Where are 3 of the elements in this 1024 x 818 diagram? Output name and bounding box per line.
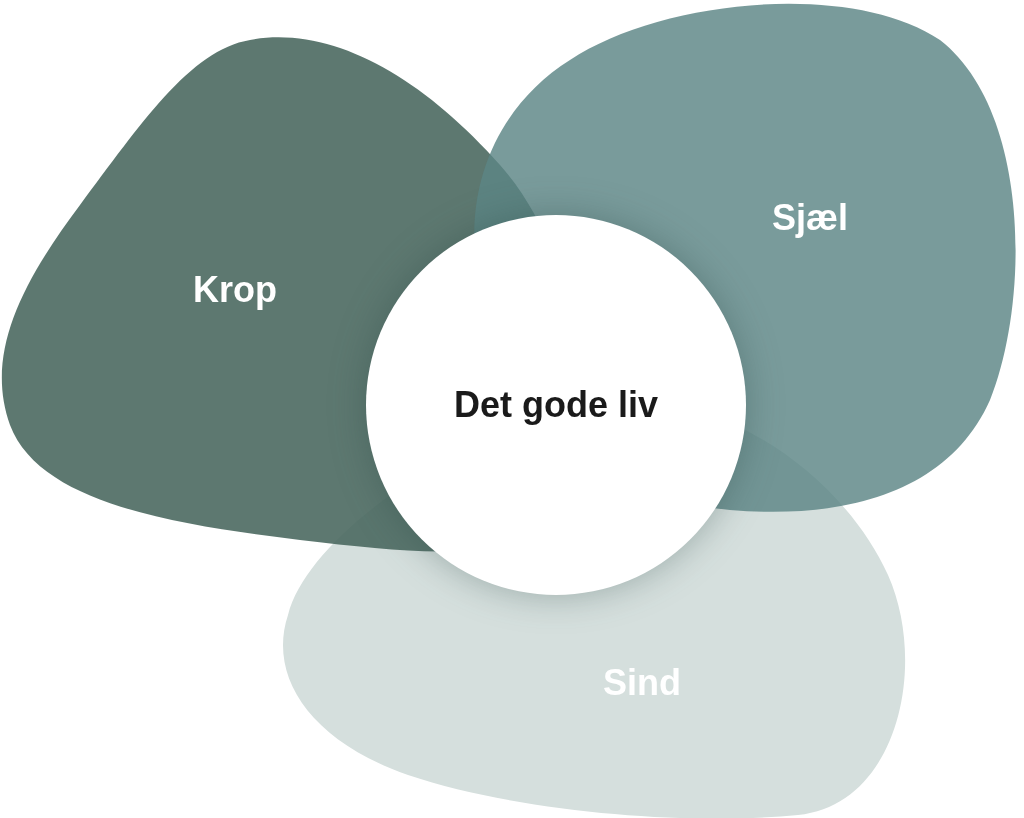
area-label: Sjæl bbox=[772, 197, 848, 239]
area-label: Krop bbox=[193, 269, 277, 311]
center-label: Det gode liv bbox=[454, 384, 658, 426]
